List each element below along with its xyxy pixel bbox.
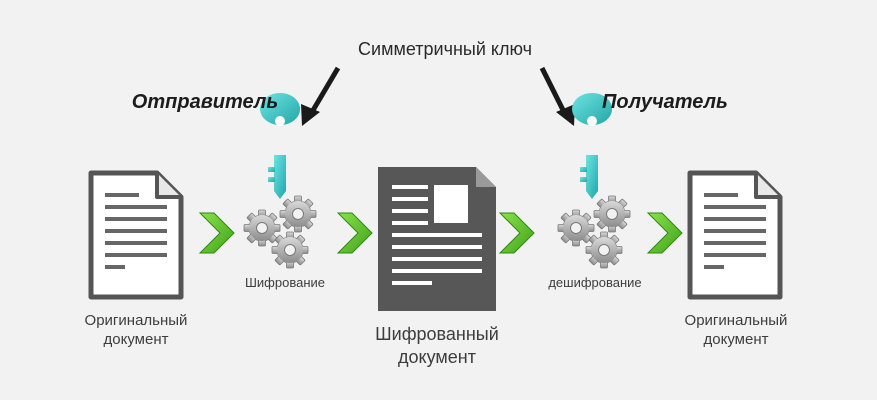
decryption-label: дешифрование xyxy=(548,275,642,290)
original-document-right-line1: Оригинальный xyxy=(684,312,788,329)
key-pointer-arrow-left xyxy=(301,66,341,126)
original-document-left-line1: Оригинальный xyxy=(84,312,188,329)
original-document-right-line2: документ xyxy=(703,330,769,348)
chevron-right-icon xyxy=(337,212,373,254)
key-pointer-arrow-right xyxy=(539,66,575,126)
encryption-label: Шифрование xyxy=(245,275,325,290)
original-document-right-label: Оригинальный документ xyxy=(666,312,806,350)
sender-label: Отправитель xyxy=(131,91,279,113)
chevron-right-icon xyxy=(199,212,235,254)
original-document-left-label: Оригинальный документ xyxy=(66,312,206,350)
gears-icon xyxy=(243,195,317,269)
original-document-left-line2: документ xyxy=(103,330,169,348)
encrypted-document-line1: Шифрованный xyxy=(375,324,499,344)
document-icon xyxy=(690,173,780,297)
encrypted-document-label: Шифрованный документ xyxy=(356,323,518,368)
encrypted-document-icon xyxy=(378,167,496,311)
receiver-label: Получатель xyxy=(602,91,728,113)
chevron-right-icon xyxy=(647,212,683,254)
chevron-right-icon xyxy=(499,212,535,254)
symmetric-key-label: Симметричный ключ xyxy=(358,39,532,59)
encrypted-document-line2: документ xyxy=(398,346,476,367)
gears-icon xyxy=(557,195,631,269)
document-icon xyxy=(91,173,181,297)
